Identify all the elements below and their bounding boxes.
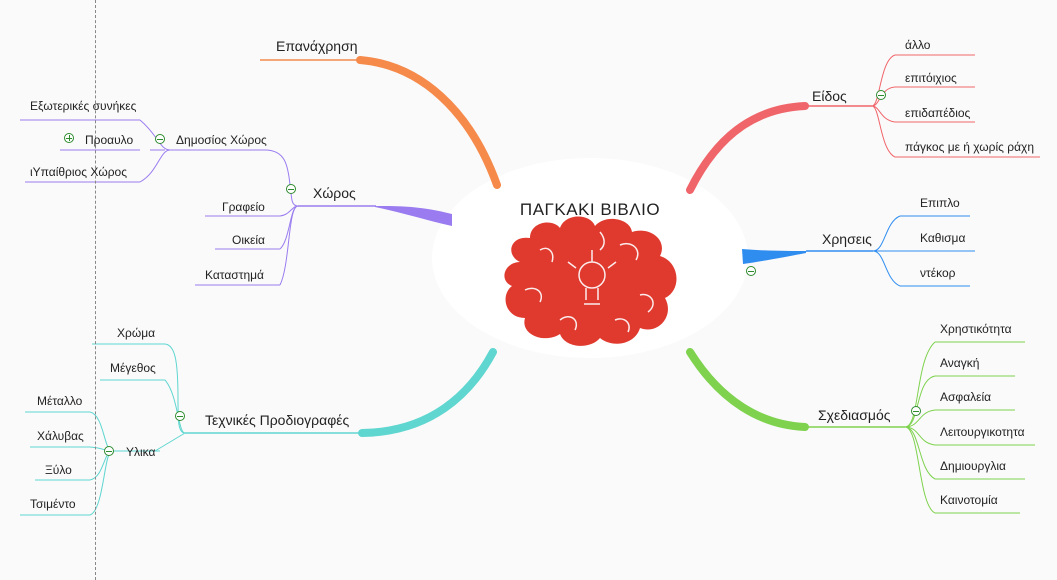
collapse-xriseis-icon[interactable] bbox=[746, 266, 756, 276]
node-epitoixios[interactable]: επιτόιχιος bbox=[905, 71, 957, 85]
node-pagkos[interactable]: πάγκος με ή χωρίς ράχη bbox=[905, 140, 1034, 154]
node-oikia[interactable]: Οικεία bbox=[232, 233, 265, 247]
node-kainotomia[interactable]: Καινοτομία bbox=[940, 493, 998, 507]
central-topic-title[interactable]: ΠΑΓΚΑΚΙ ΒΙΒΛΙΟ bbox=[519, 200, 661, 219]
node-xylo[interactable]: Ξύλο bbox=[45, 463, 72, 477]
sxediasmos-subtree-lines bbox=[904, 341, 1035, 514]
node-tsimento[interactable]: Τσιμέντο bbox=[30, 497, 76, 511]
brain-lightbulb-icon bbox=[504, 216, 677, 346]
node-xroma[interactable]: Χρώμα bbox=[117, 326, 156, 340]
node-epidapedios[interactable]: επιδαπέδιος bbox=[905, 106, 971, 120]
branch-label-eidos[interactable]: Είδος bbox=[812, 88, 847, 104]
node-dimiourgia[interactable]: Δημιουργλια bbox=[940, 459, 1006, 473]
branch-xoros-connector bbox=[375, 206, 452, 226]
collapse-dimosios-icon[interactable] bbox=[155, 134, 165, 144]
branch-epanaxrisi-connector bbox=[356, 56, 501, 189]
node-dimosios-xoros[interactable]: Δημοσίος Χώρος bbox=[176, 133, 267, 147]
branch-texnikes-connector bbox=[358, 348, 497, 437]
texnikes-subtree-lines bbox=[20, 343, 186, 516]
branch-sxediasmos-connector bbox=[686, 348, 809, 431]
expand-proaulo-icon[interactable] bbox=[64, 133, 74, 143]
branch-eidos-connector bbox=[686, 102, 809, 194]
node-ntekor[interactable]: ντέκορ bbox=[920, 266, 956, 280]
collapse-texnikes-icon[interactable] bbox=[175, 411, 185, 421]
node-katastima[interactable]: Καταστημά bbox=[205, 268, 264, 282]
branch-label-xoros[interactable]: Χώρος bbox=[313, 185, 356, 201]
node-metallo[interactable]: Μέταλλο bbox=[37, 394, 83, 408]
collapse-xoros-icon[interactable] bbox=[286, 184, 296, 194]
collapse-sxediasmos-icon[interactable] bbox=[911, 406, 921, 416]
node-leitourgikotita[interactable]: Λειτουργικοτητα bbox=[940, 425, 1025, 439]
collapse-ylika-icon[interactable] bbox=[104, 446, 114, 456]
xoros-subtree-lines bbox=[20, 119, 299, 286]
node-xalyvas[interactable]: Χάλυβας bbox=[37, 429, 84, 443]
dashed-guide-line bbox=[95, 0, 96, 580]
xriseis-subtree-lines bbox=[872, 215, 975, 287]
node-exoterikes-synthikes[interactable]: Εξωτερικές συνήκες bbox=[30, 99, 137, 113]
node-xristikotita[interactable]: Χρηστικότητα bbox=[940, 322, 1012, 336]
node-kathisma[interactable]: Καθισμα bbox=[920, 231, 966, 245]
branch-label-texnikes[interactable]: Τεχνικές Προδιογραφές bbox=[205, 412, 350, 428]
node-allo[interactable]: άλλο bbox=[905, 38, 931, 52]
eidos-subtree-lines bbox=[871, 54, 1040, 158]
node-asfaleia[interactable]: Ασφαλεία bbox=[940, 390, 992, 404]
collapse-eidos-icon[interactable] bbox=[876, 90, 886, 100]
branch-label-epanaxrisi[interactable]: Επανάχρηση bbox=[276, 38, 358, 54]
branch-xriseis-connector bbox=[742, 249, 806, 264]
node-grafeio[interactable]: Γραφείο bbox=[222, 200, 265, 214]
node-ylika[interactable]: Υλικα bbox=[126, 445, 156, 459]
branch-label-xriseis[interactable]: Χρησεις bbox=[822, 231, 872, 247]
node-megethos[interactable]: Μέγεθος bbox=[110, 361, 156, 375]
node-anagki[interactable]: Αναγκή bbox=[940, 356, 980, 370]
node-epiplo[interactable]: Επιπλο bbox=[920, 196, 960, 210]
node-ypaithrios-xoros[interactable]: ιΥπαίθριος Χώρος bbox=[30, 165, 127, 179]
node-proaulo[interactable]: Προαυλο bbox=[85, 133, 134, 147]
branch-label-sxediasmos[interactable]: Σχεδιασμός bbox=[818, 407, 891, 423]
